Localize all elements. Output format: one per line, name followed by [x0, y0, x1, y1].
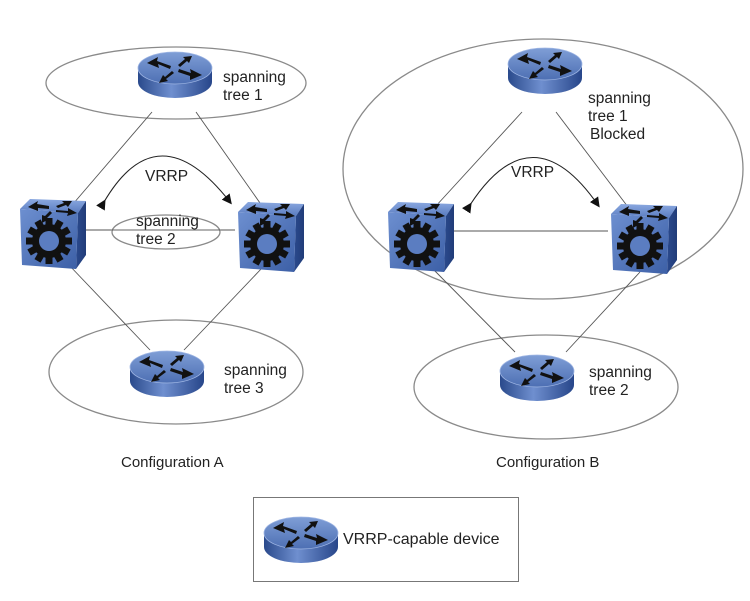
link: [67, 263, 151, 351]
label-line: spanning: [224, 362, 287, 379]
spanning-tree-1-boundary: [45, 46, 307, 120]
link: [183, 267, 263, 351]
spanning-tree-2-boundary: [111, 214, 221, 250]
legend: [253, 497, 519, 582]
link: [195, 111, 261, 204]
switch-icon: [18, 199, 86, 272]
spanning-tree-1-boundary: [342, 38, 744, 300]
label-line: tree 1: [588, 108, 628, 125]
label-line: tree 2: [136, 231, 176, 248]
caption-configuration-a: Configuration A: [121, 454, 224, 471]
router-icon: [137, 51, 213, 99]
configuration-a: [18, 46, 307, 425]
vrrp-arrow: [96, 155, 232, 211]
configuration-b: [342, 38, 744, 440]
link: [431, 267, 516, 353]
link: [565, 271, 641, 353]
router-icon: [507, 47, 583, 95]
label-line: tree 3: [224, 380, 264, 397]
switch-icon: [386, 202, 454, 275]
vrrp-label-a: VRRP: [145, 168, 189, 185]
link: [434, 111, 523, 208]
legend-label: VRRP-capable device: [343, 531, 500, 548]
label-spanning-tree-3-a: spanning tree 3: [224, 362, 287, 398]
label-line: spanning: [588, 90, 651, 107]
router-icon: [129, 350, 205, 398]
label-line: spanning: [223, 69, 286, 86]
router-icon: [499, 354, 575, 402]
label-line: tree 2: [589, 382, 629, 399]
label-spanning-tree-2-b: spanning tree 2: [589, 364, 652, 400]
label-spanning-tree-2-a: spanning tree 2: [136, 213, 199, 249]
spanning-tree-3-boundary: [48, 319, 304, 425]
caption-configuration-b: Configuration B: [496, 454, 600, 471]
switch-icon: [236, 202, 304, 275]
label-line: tree 1: [223, 87, 263, 104]
vrrp-label-b: VRRP: [511, 164, 555, 181]
link: [555, 111, 629, 208]
label-line: spanning: [136, 213, 199, 230]
label-spanning-tree-1-b: spanning tree 1 Blocked: [588, 90, 651, 144]
spanning-tree-2-boundary: [413, 334, 679, 440]
blocked-status: Blocked: [590, 126, 646, 143]
switch-icon: [609, 204, 677, 277]
label-spanning-tree-1-a: spanning tree 1: [223, 69, 286, 105]
label-line: spanning: [589, 364, 652, 381]
vrrp-arrow: [461, 156, 600, 214]
link: [72, 111, 153, 205]
